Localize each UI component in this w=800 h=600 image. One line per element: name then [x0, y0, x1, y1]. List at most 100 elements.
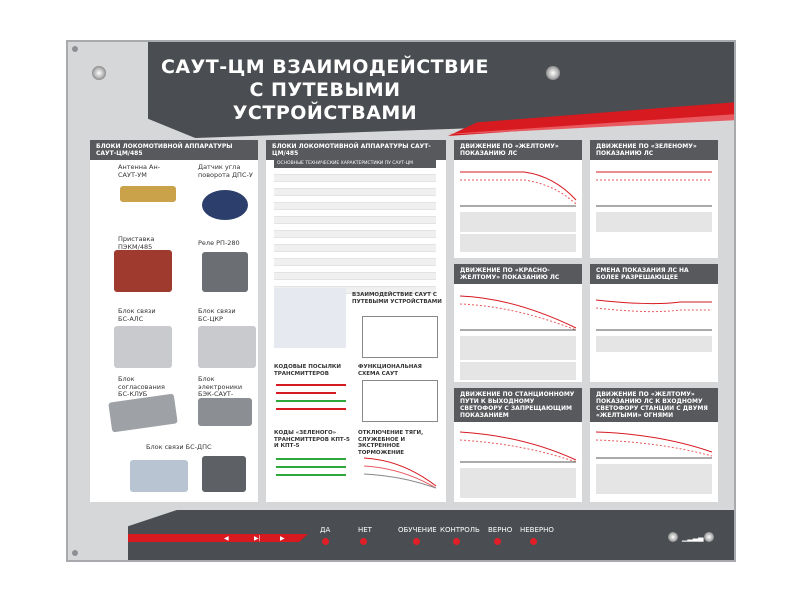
- bs-als-image: [114, 326, 172, 368]
- card-two-yellow: ДВИЖЕНИЕ ПО «ЖЕЛТОМУ» ПОКАЗАНИЮ ЛС К ВХО…: [590, 388, 718, 502]
- table-row: [274, 238, 436, 245]
- title-line2: С ПУТЕВЫМИ УСТРОЙСТВАМИ: [232, 79, 418, 124]
- card-green: ДВИЖЕНИЕ ПО «ЗЕЛЕНОМУ» ПОКАЗАНИЮ ЛС: [590, 140, 718, 258]
- next-icon[interactable]: ▶: [280, 535, 285, 542]
- no-button[interactable]: [360, 538, 367, 545]
- speaker-left-icon: [92, 66, 106, 80]
- relay-image: [202, 252, 248, 292]
- table-row: [274, 231, 436, 238]
- antenna-image: [120, 186, 176, 202]
- card-title: ДВИЖЕНИЕ ПО «ЗЕЛЕНОМУ» ПОКАЗАНИЮ ЛС: [590, 140, 718, 160]
- functional-scheme: [362, 380, 438, 422]
- speed-chart: [460, 171, 577, 207]
- table-row: [274, 196, 436, 203]
- table-row: [274, 224, 436, 231]
- characteristics-panel-header: БЛОКИ ЛОКОМОТИВНОЙ АППАРАТУРЫ САУТ-ЦМ/48…: [266, 140, 446, 160]
- card-title: ДВИЖЕНИЕ ПО «ЖЕЛТОМУ» ПОКАЗАНИЮ ЛС: [454, 140, 582, 160]
- card-bullets: [596, 212, 712, 232]
- device-label: Антенна Ан-САУТ-УМ: [118, 163, 161, 179]
- card-text: [454, 468, 582, 498]
- speaker-right-icon: [546, 66, 560, 80]
- control-button[interactable]: [453, 538, 460, 545]
- speed-chart: [595, 299, 712, 331]
- code-line-red: [276, 392, 336, 394]
- speed-chart: [459, 295, 577, 331]
- poster-frame: САУТ-ЦМ ВЗАИМОДЕЙСТВИЕ С ПУТЕВЫМИ УСТРОЙ…: [66, 40, 736, 562]
- table-row: [274, 210, 436, 217]
- wrong-indicator: [530, 538, 537, 545]
- device-label: Приставка ПЭКМ/485: [118, 235, 155, 251]
- table-row: [274, 217, 436, 224]
- card-text: [590, 464, 718, 494]
- card-title: СМЕНА ПОКАЗАНИЯ ЛС НА БОЛЕЕ РАЗРЕШАЮЩЕЕ: [590, 264, 718, 284]
- code-line-red: [276, 408, 346, 410]
- code-line-green: [276, 466, 346, 468]
- volume-up-icon[interactable]: [704, 532, 714, 542]
- bs-ckr-image: [198, 326, 256, 368]
- volume-down-icon[interactable]: [668, 532, 678, 542]
- device-label: Блок согласования БС-КЛУБ: [118, 375, 165, 398]
- no-label: НЕТ: [358, 526, 372, 534]
- right-label: ВЕРНО: [488, 526, 513, 534]
- yes-label: ДА: [320, 526, 331, 534]
- card-text: [454, 212, 582, 252]
- card-bullets: [596, 464, 712, 494]
- training-label: ОБУЧЕНИЕ: [398, 526, 437, 534]
- speed-chart: [596, 171, 712, 207]
- card-title: ДВИЖЕНИЕ ПО «ЖЕЛТОМУ» ПОКАЗАНИЮ ЛС К ВХО…: [590, 388, 718, 422]
- bek-image: [198, 398, 252, 426]
- section-title: КОДОВЫЕ ПОСЫЛКИ ТРАНСМИТТЕРОВ: [274, 364, 341, 377]
- card-bullets: [596, 336, 712, 352]
- section-title: ОТКЛЮЧЕНИЕ ТЯГИ, СЛУЖЕБНОЕ И ЭКСТРЕННОЕ …: [358, 430, 424, 456]
- interaction-diagram: [362, 316, 438, 358]
- card-title: ДВИЖЕНИЕ ПО «КРАСНО-ЖЕЛТОМУ» ПОКАЗАНИЮ Л…: [454, 264, 582, 284]
- bs-dps-image: [130, 460, 188, 492]
- yes-button[interactable]: [322, 538, 329, 545]
- table-row: [274, 273, 436, 280]
- interaction-illustration: [274, 288, 346, 348]
- device-label: Датчик угла поворота ДПС-У: [198, 163, 253, 179]
- bs-klub-image: [108, 393, 178, 433]
- device-label: Блок связи БС-ЦКР: [198, 307, 236, 323]
- card-change: СМЕНА ПОКАЗАНИЯ ЛС НА БОЛЕЕ РАЗРЕШАЮЩЕЕ: [590, 264, 718, 382]
- card-text: [454, 336, 582, 380]
- volume-level-icon: ▁▂▃▄: [682, 534, 704, 542]
- title-line1: САУТ-ЦМ ВЗАИМОДЕЙСТВИЕ: [160, 56, 489, 78]
- table-row: [274, 203, 436, 210]
- card-red-yellow: ДВИЖЕНИЕ ПО «КРАСНО-ЖЕЛТОМУ» ПОКАЗАНИЮ Л…: [454, 264, 582, 382]
- section-title: ВЗАИМОДЕЙСТВИЕ САУТ С ПУТЕВЫМИ УСТРОЙСТВ…: [352, 292, 442, 305]
- red-stripe: [128, 534, 308, 542]
- card-station: ДВИЖЕНИЕ ПО СТАНЦИОННОМУ ПУТИ К ВЫХОДНОМ…: [454, 388, 582, 502]
- code-line-green: [276, 474, 346, 476]
- table-row: [274, 259, 436, 266]
- section-title: КОДЫ «ЗЕЛЕНОГО» ТРАНСМИТТЕРОВ КПТ-5 И КП…: [274, 430, 350, 449]
- table-row: [274, 245, 436, 252]
- card-text: [590, 336, 718, 352]
- table-row: [274, 287, 436, 294]
- card-text: [590, 212, 718, 232]
- control-label: КОНТРОЛЬ: [440, 526, 480, 534]
- characteristics-panel: БЛОКИ ЛОКОМОТИВНОЙ АППАРАТУРЫ САУТ-ЦМ/48…: [266, 140, 446, 502]
- sensor-image: [202, 190, 248, 220]
- card-bullets: [460, 234, 576, 252]
- devices-panel: БЛОКИ ЛОКОМОТИВНОЙ АППАРАТУРЫ САУТ-ЦМ/48…: [90, 140, 258, 502]
- training-button[interactable]: [413, 538, 420, 545]
- device-label: Реле РП-280: [198, 239, 240, 247]
- table-row: [274, 280, 436, 287]
- bs-dps-box-image: [202, 456, 246, 492]
- speed-chart: [595, 431, 713, 459]
- poster-title: САУТ-ЦМ ВЗАИМОДЕЙСТВИЕ С ПУТЕВЫМИ УСТРОЙ…: [160, 56, 490, 125]
- bolt: [72, 550, 78, 556]
- card-bullets: [460, 336, 576, 360]
- table-row: [274, 266, 436, 273]
- prev-icon[interactable]: ◀: [224, 535, 229, 542]
- speed-chart: [459, 431, 577, 463]
- braking-curves: [363, 457, 437, 489]
- device-label: Блок связи БС-АЛС: [118, 307, 156, 323]
- card-bullets: [460, 212, 576, 232]
- table-row: [274, 168, 436, 175]
- card-yellow: ДВИЖЕНИЕ ПО «ЖЕЛТОМУ» ПОКАЗАНИЮ ЛС: [454, 140, 582, 258]
- code-line-green: [276, 458, 346, 460]
- step-icon[interactable]: ▶|: [254, 535, 261, 542]
- table-row: [274, 182, 436, 189]
